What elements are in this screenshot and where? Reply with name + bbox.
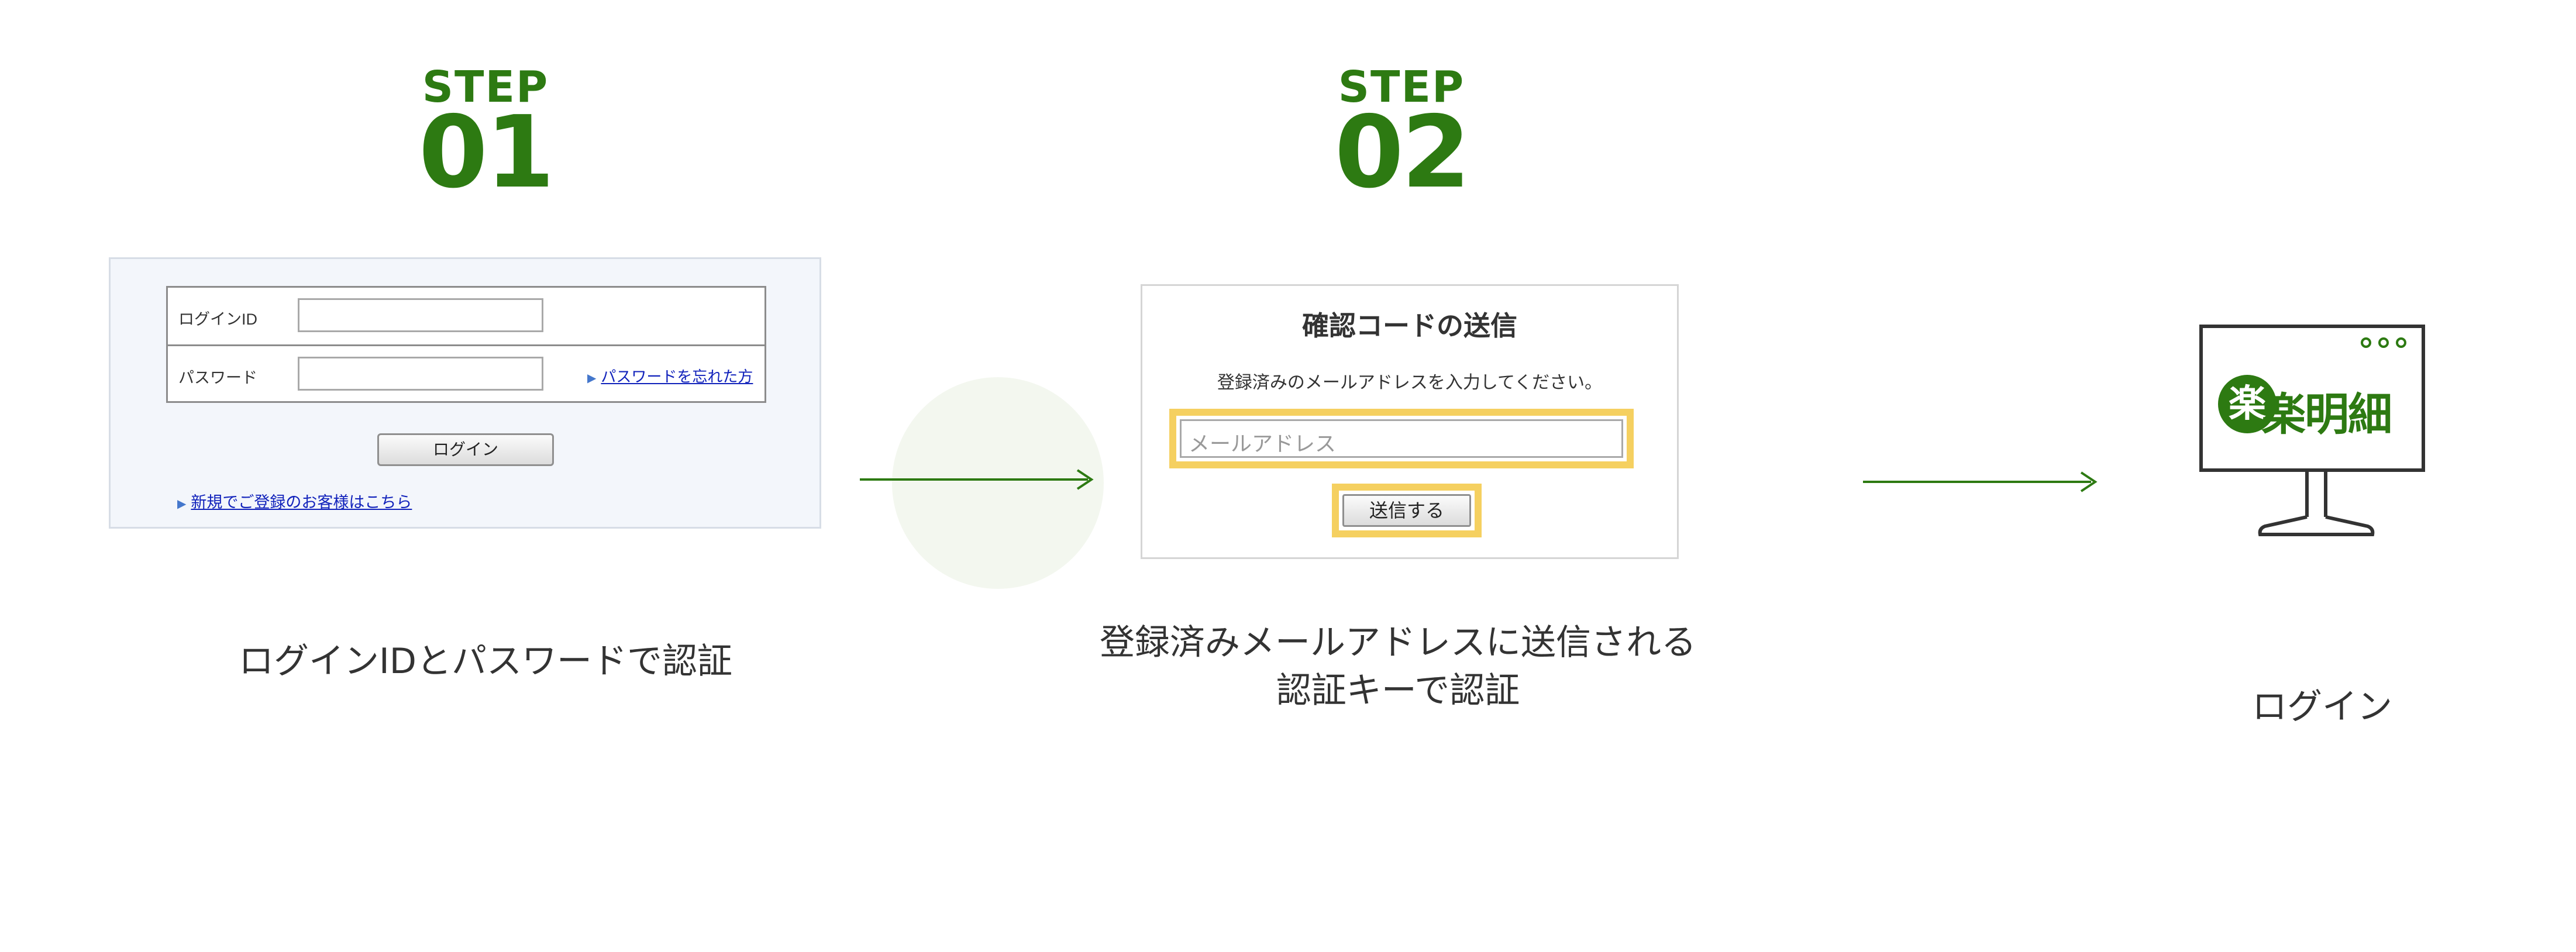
step1-number: 01 xyxy=(418,95,555,211)
email-highlight: メールアドレス xyxy=(1169,409,1634,468)
window-dot-icon xyxy=(2361,337,2371,348)
login-button[interactable]: ログイン xyxy=(377,433,554,466)
step1-label: STEP xyxy=(422,62,549,112)
login-id-label: ログインID xyxy=(178,311,257,328)
forgot-password-text: パスワードを忘れた方 xyxy=(601,368,753,385)
step3-caption: ログイン xyxy=(2252,687,2392,727)
arrow-step2-to-login xyxy=(1863,481,2091,483)
password-row: パスワード ▶ パスワードを忘れた方 xyxy=(168,344,764,403)
send-highlight: 送信する xyxy=(1332,484,1482,537)
login-id-row: ログインID xyxy=(168,288,764,344)
step2-caption-line1: 登録済みメールアドレスに送信される xyxy=(1100,622,1696,663)
password-input[interactable] xyxy=(298,357,543,391)
decorative-circle xyxy=(892,377,1104,589)
login-id-input[interactable] xyxy=(298,298,543,332)
monitor-stand-icon xyxy=(2258,470,2375,536)
login-form-table: ログインID パスワード ▶ パスワードを忘れた方 xyxy=(166,286,766,403)
step2-caption-line2: 認証キーで認証 xyxy=(1276,670,1520,711)
email-input[interactable]: メールアドレス xyxy=(1180,419,1623,458)
triangle-right-icon: ▶ xyxy=(587,372,597,385)
verification-code-panel: 確認コードの送信 登録済みのメールアドレスを入力してください。 メールアドレス … xyxy=(1141,284,1679,559)
email-placeholder: メールアドレス xyxy=(1189,432,1337,456)
step2-number: 02 xyxy=(1334,95,1471,211)
new-register-text: 新規でご登録のお客様はこちら xyxy=(191,494,412,511)
step2-label: STEP xyxy=(1338,62,1465,112)
new-register-link[interactable]: ▶ 新規でご登録のお客様はこちら xyxy=(177,489,412,512)
login-panel: ログインID パスワード ▶ パスワードを忘れた方 ログイン ▶ 新規でご登録のお客… xyxy=(109,257,821,529)
arrowhead-icon xyxy=(1076,469,1094,490)
rakumeisai-logo-text: 楽明細 xyxy=(2261,388,2392,440)
step1-caption: ログインIDとパスワードで認証 xyxy=(239,641,732,682)
forgot-password-link[interactable]: ▶ パスワードを忘れた方 xyxy=(587,365,753,387)
verification-title: 確認コードの送信 xyxy=(1302,310,1517,342)
step2-caption: 登録済みメールアドレスに送信される 認証キーで認証 xyxy=(1041,619,1755,715)
window-dot-icon xyxy=(2396,337,2406,348)
rakumeisai-logo-mark: 楽 xyxy=(2218,375,2277,433)
triangle-right-icon: ▶ xyxy=(177,498,187,511)
send-button[interactable]: 送信する xyxy=(1342,494,1471,527)
password-label: パスワード xyxy=(178,369,257,387)
window-dot-icon xyxy=(2378,337,2389,348)
arrow-step1-to-step2 xyxy=(860,478,1088,481)
arrowhead-icon xyxy=(2080,471,2098,492)
monitor-icon: 楽 楽明細 xyxy=(2199,325,2425,472)
verification-description: 登録済みのメールアドレスを入力してください。 xyxy=(1217,372,1603,393)
